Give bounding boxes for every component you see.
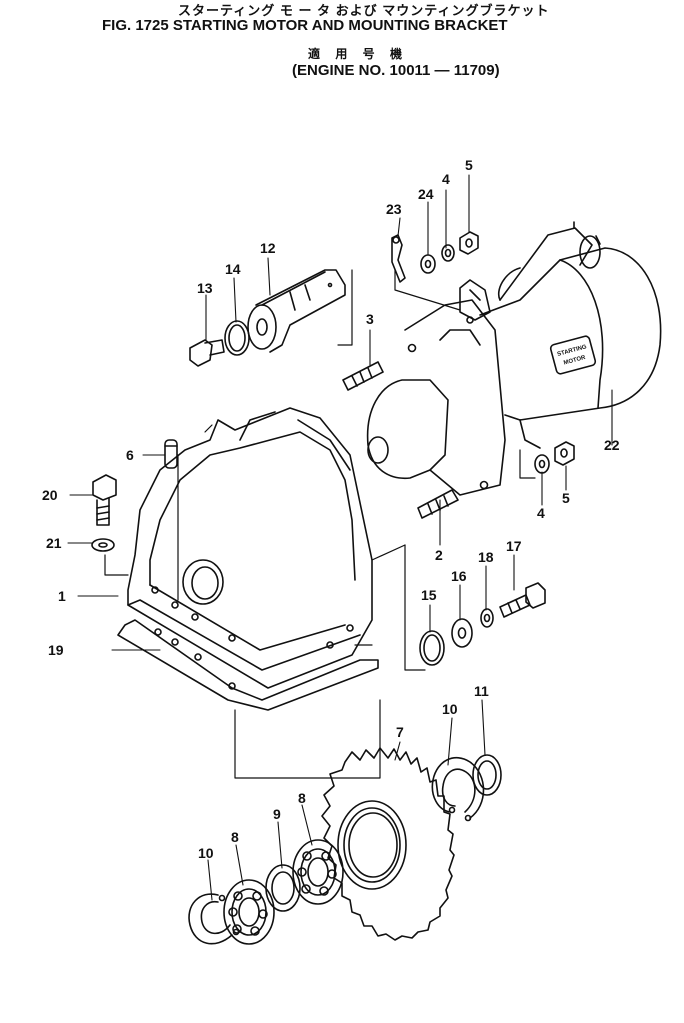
o-ring-15 bbox=[419, 630, 445, 666]
callout-19: 19 bbox=[48, 642, 64, 658]
callout-11: 11 bbox=[474, 683, 489, 699]
assembly-leader-lines bbox=[104, 269, 536, 779]
callout-20: 20 bbox=[42, 487, 58, 503]
cable-terminal-23 bbox=[391, 234, 406, 283]
japanese-title: スターティング モ ー タ および マウンティングブラケット bbox=[178, 3, 550, 18]
callout-5-top: 5 bbox=[465, 157, 473, 173]
callout-3: 3 bbox=[366, 311, 374, 327]
callout-8-right: 8 bbox=[298, 790, 306, 806]
bolt-20 bbox=[92, 474, 117, 526]
snap-ring-10-right bbox=[431, 756, 485, 822]
idler-shaft bbox=[247, 269, 346, 353]
callout-7: 7 bbox=[396, 724, 404, 740]
callout-4-top: 4 bbox=[442, 171, 450, 187]
callout-8-left: 8 bbox=[231, 829, 239, 845]
stud-bolt-2 bbox=[417, 489, 459, 519]
callout-10-left: 10 bbox=[198, 845, 214, 861]
figure-title: FIG. 1725 STARTING MOTOR AND MOUNTING BR… bbox=[102, 17, 508, 34]
callout-1: 1 bbox=[58, 588, 66, 604]
spacer-9 bbox=[265, 864, 301, 912]
callout-5-bottom: 5 bbox=[562, 490, 570, 506]
bearing-8-left bbox=[223, 879, 275, 945]
callout-23: 23 bbox=[386, 201, 402, 217]
callout-2: 2 bbox=[435, 547, 443, 563]
motor-label-line2: MOTOR bbox=[563, 355, 587, 367]
callout-15: 15 bbox=[421, 587, 437, 603]
callout-24: 24 bbox=[418, 186, 434, 202]
bolt-17 bbox=[499, 582, 546, 618]
bearing-8-right bbox=[292, 839, 344, 905]
washer-16 bbox=[451, 618, 473, 648]
callout-leaders bbox=[67, 174, 613, 901]
callout-16: 16 bbox=[451, 568, 467, 584]
japanese-applicability-label: 適 用 号 機 bbox=[308, 47, 409, 61]
grease-fitting bbox=[189, 339, 225, 367]
callout-10-right: 10 bbox=[442, 701, 458, 717]
callout-4-bottom: 4 bbox=[537, 505, 545, 521]
callout-9: 9 bbox=[273, 806, 281, 822]
lock-washer-4-bottom bbox=[534, 454, 550, 474]
washer-21 bbox=[91, 538, 115, 552]
o-ring-14 bbox=[224, 320, 250, 356]
callout-21: 21 bbox=[46, 535, 62, 551]
lock-washer-4-top bbox=[441, 244, 455, 262]
callout-22: 22 bbox=[604, 437, 620, 453]
callout-12: 12 bbox=[260, 240, 276, 256]
nut-5-bottom bbox=[554, 441, 575, 466]
callout-18: 18 bbox=[478, 549, 494, 565]
callout-numbers: 1 2 3 4 4 5 5 6 7 8 8 9 10 10 11 12 13 1… bbox=[42, 157, 620, 861]
washer-24 bbox=[420, 254, 436, 274]
callout-17: 17 bbox=[506, 538, 522, 554]
retaining-ring-11 bbox=[472, 754, 502, 796]
snap-ring-10-left bbox=[188, 893, 240, 945]
idler-gear bbox=[321, 747, 455, 941]
engine-number-range: (ENGINE NO. 10011 — 11709) bbox=[292, 62, 500, 79]
mounting-bracket-housing bbox=[127, 407, 373, 689]
dowel-pin bbox=[164, 439, 178, 469]
callout-6: 6 bbox=[126, 447, 134, 463]
callout-13: 13 bbox=[197, 280, 213, 296]
nut-5-top bbox=[459, 231, 479, 255]
callout-14: 14 bbox=[225, 261, 241, 277]
bracket-gasket bbox=[117, 619, 379, 711]
washer-18 bbox=[480, 608, 494, 628]
starting-motor bbox=[366, 221, 662, 496]
stud-bolt-3 bbox=[342, 361, 384, 391]
